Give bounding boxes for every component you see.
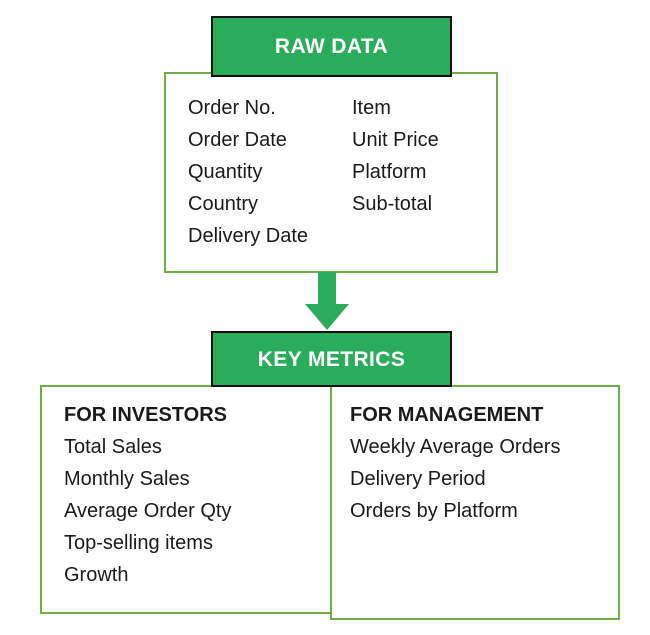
- list-item: Growth: [64, 564, 129, 586]
- management-heading: FOR MANAGEMENT: [350, 404, 544, 426]
- list-item: Quantity: [188, 161, 263, 183]
- list-item: Sub-total: [352, 193, 433, 215]
- key-metrics-investors-panel: FOR INVESTORS Total Sales Monthly Sales …: [40, 385, 332, 614]
- investors-heading: FOR INVESTORS: [64, 404, 227, 426]
- arrow-down-icon: [305, 272, 349, 330]
- list-item: Top-selling items: [64, 532, 213, 554]
- list-item: Order Date: [188, 129, 287, 151]
- management-list: FOR MANAGEMENT Weekly Average Orders Del…: [350, 399, 560, 527]
- list-item: Monthly Sales: [64, 468, 190, 490]
- list-item: Total Sales: [64, 436, 162, 458]
- key-metrics-management-panel: FOR MANAGEMENT Weekly Average Orders Del…: [330, 385, 620, 620]
- raw-data-title: RAW DATA: [274, 35, 389, 58]
- key-metrics-header: KEY METRICS: [211, 331, 452, 387]
- list-item: Average Order Qty: [64, 500, 232, 522]
- list-item: Platform: [352, 161, 427, 183]
- list-item: Delivery Date: [188, 225, 309, 247]
- raw-data-column-right: Item Unit Price Platform Sub-total: [352, 92, 439, 220]
- list-item: Orders by Platform: [350, 500, 518, 522]
- list-item: Order No.: [188, 97, 276, 119]
- list-item: Weekly Average Orders: [350, 436, 561, 458]
- raw-data-header: RAW DATA: [211, 16, 452, 77]
- list-item: Country: [188, 193, 259, 215]
- investors-list: FOR INVESTORS Total Sales Monthly Sales …: [64, 399, 231, 591]
- list-item: Delivery Period: [350, 468, 486, 490]
- raw-data-panel: Order No. Order Date Quantity Country De…: [164, 72, 498, 273]
- raw-data-column-left: Order No. Order Date Quantity Country De…: [188, 92, 308, 252]
- list-item: Item: [352, 97, 391, 119]
- key-metrics-title: KEY METRICS: [257, 347, 406, 371]
- list-item: Unit Price: [352, 129, 439, 151]
